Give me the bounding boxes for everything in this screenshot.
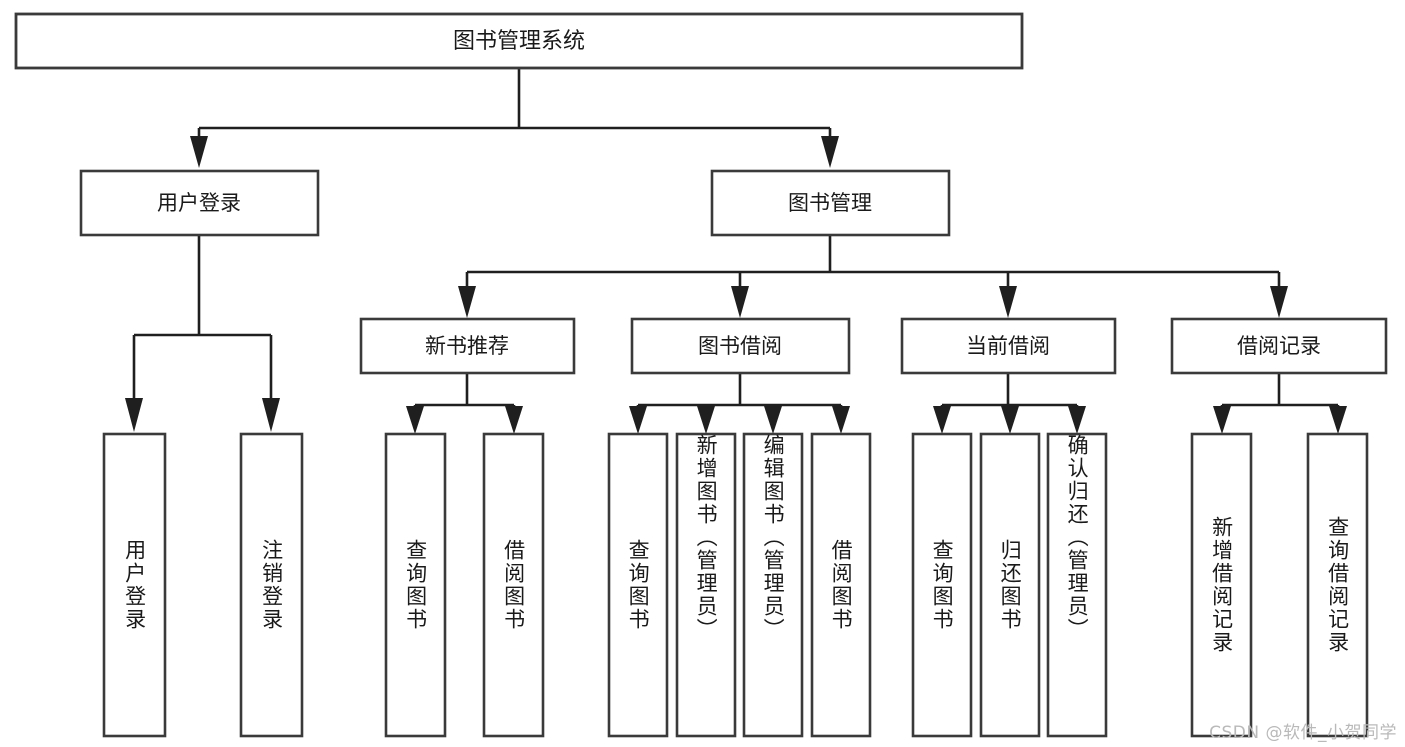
leaf-box-query-record[interactable]	[1306, 432, 1369, 738]
arrow-head-leaf-add-book	[697, 406, 715, 434]
leaf-box-borrow-book-2[interactable]	[810, 432, 872, 738]
arrow-head-leaf-add-record	[1213, 406, 1231, 434]
node-root[interactable]: 图书管理系统	[14, 12, 1024, 70]
leaf-box-query-book-3[interactable]	[911, 432, 973, 738]
arrow-head-leaf-query-book-3	[933, 406, 951, 434]
node-current-borrow-label: 当前借阅	[966, 334, 1050, 358]
arrow-head-current-borrow	[999, 286, 1017, 318]
arrow-head-book-manage	[821, 136, 839, 168]
arrow-head-leaf-return-book	[1001, 406, 1019, 434]
node-book-manage-label: 图书管理	[788, 191, 872, 215]
connector-group-book-borrow	[629, 373, 850, 434]
leaf-box-add-record[interactable]	[1190, 432, 1253, 738]
arrow-head-leaf-query-book-1	[406, 406, 424, 434]
node-borrow-record-label: 借阅记录	[1237, 334, 1321, 358]
node-book-borrow-box[interactable]	[630, 317, 851, 375]
leaf-box-user-login[interactable]	[102, 432, 167, 738]
arrow-head-leaf-confirm-return	[1068, 406, 1086, 434]
leaf-box-edit-book[interactable]	[742, 432, 804, 738]
leaf-box-confirm-return[interactable]	[1046, 432, 1108, 738]
node-book-manage[interactable]: 图书管理	[710, 169, 951, 237]
connector-group-root	[190, 68, 839, 168]
node-book-borrow[interactable]: 图书借阅	[630, 317, 851, 375]
connector-group-book-manage	[458, 235, 1288, 318]
leaf-box-query-book-2[interactable]	[607, 432, 669, 738]
watermark-text: CSDN @软件_小贺同学	[1209, 723, 1397, 743]
node-new-book-recommend-box[interactable]	[359, 317, 576, 375]
node-root-box[interactable]	[14, 12, 1024, 70]
arrow-head-user-login	[190, 136, 208, 168]
leaf-box-query-book-1[interactable]	[384, 432, 447, 738]
arrow-head-leaf-borrow-book-1	[505, 406, 523, 434]
arrow-head-leaf-borrow-book-2	[832, 406, 850, 434]
node-borrow-record[interactable]: 借阅记录	[1170, 317, 1388, 375]
node-user-login-box[interactable]	[79, 169, 320, 237]
arrow-head-leaf-query-book-2	[629, 406, 647, 434]
node-book-borrow-label: 图书借阅	[698, 334, 782, 358]
node-new-book-recommend-label: 新书推荐	[425, 334, 509, 358]
arrow-head-borrow-record	[1270, 286, 1288, 318]
connector-group-current-borrow	[933, 373, 1086, 434]
arrow-head-leaf-logout	[262, 398, 280, 432]
node-new-book-recommend[interactable]: 新书推荐	[359, 317, 576, 375]
arrow-head-leaf-user-login	[125, 398, 143, 432]
arrow-head-leaf-query-record	[1329, 406, 1347, 434]
arrow-head-leaf-edit-book	[764, 406, 782, 434]
arrow-head-new-book-recommend	[458, 286, 476, 318]
node-current-borrow[interactable]: 当前借阅	[900, 317, 1117, 375]
node-root-label: 图书管理系统	[453, 29, 585, 54]
connector-group-new-book-recommend	[406, 373, 523, 434]
connector-group-user-login	[125, 235, 280, 432]
leaf-box-borrow-book-1[interactable]	[482, 432, 545, 738]
node-book-manage-box[interactable]	[710, 169, 951, 237]
arrow-head-book-borrow	[731, 286, 749, 318]
leaf-box-return-book[interactable]	[979, 432, 1041, 738]
node-borrow-record-box[interactable]	[1170, 317, 1388, 375]
node-user-login-label: 用户登录	[157, 191, 241, 215]
node-user-login[interactable]: 用户登录	[79, 169, 320, 237]
leaf-box-add-book[interactable]	[675, 432, 737, 738]
connector-group-borrow-record	[1213, 373, 1347, 434]
leaf-box-logout[interactable]	[239, 432, 304, 738]
node-current-borrow-box[interactable]	[900, 317, 1117, 375]
